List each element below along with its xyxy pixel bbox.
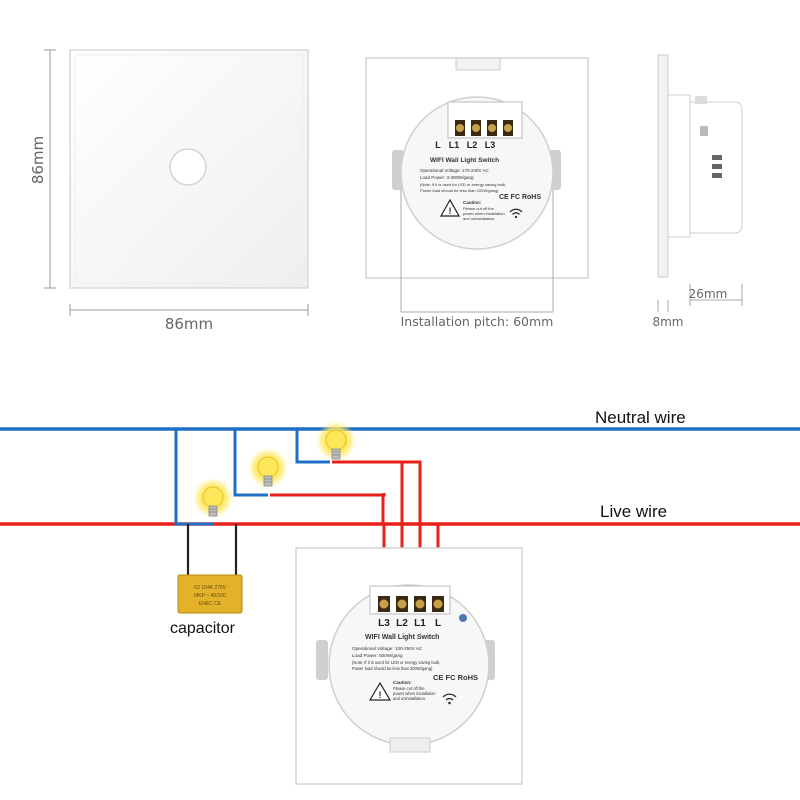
back-terminal-l2: L2	[467, 140, 478, 150]
back-terminal-l: L	[435, 140, 441, 150]
svg-text:Load Power: 3-300W/gang: Load Power: 3-300W/gang	[420, 175, 474, 180]
svg-text:ENEC CE: ENEC CE	[199, 601, 222, 607]
wiring-terminal-l: L	[435, 618, 441, 629]
svg-text:Please cut off the: Please cut off the	[393, 686, 425, 691]
depth-label: 26mm	[689, 287, 728, 301]
height-label: 86mm	[29, 136, 47, 184]
capacitor-label: capacitor	[170, 620, 236, 637]
back-module-title: WIFI Wall Light Switch	[430, 157, 499, 164]
svg-text:MKP ~ 40/100: MKP ~ 40/100	[194, 593, 226, 599]
bulb-icon-3	[316, 421, 356, 461]
back-view: L L1 L2 L3 WIFI Wall Light Switch Operat…	[365, 57, 589, 329]
front-panel-view: 86mm 86mm	[29, 49, 309, 333]
live-wire-label: Live wire	[600, 502, 667, 521]
neutral-branch-3	[295, 429, 330, 464]
svg-text:power when installation: power when installation	[463, 211, 505, 216]
capacitor	[177, 574, 243, 614]
neutral-wire-label: Neutral wire	[595, 408, 686, 427]
svg-text:!: !	[449, 206, 452, 216]
svg-text:and uninstallation.: and uninstallation.	[463, 216, 495, 221]
thickness-label: 8mm	[652, 315, 683, 329]
width-label: 86mm	[165, 315, 213, 333]
svg-text:Operational Voltage: 100-250V: Operational Voltage: 100-250V AC	[352, 646, 423, 651]
wiring-terminal-l1: L1	[414, 618, 426, 629]
wiring-diagram: Neutral wire Live wire X2 104K 275V MKP …	[0, 408, 800, 785]
svg-text:power when installation: power when installation	[393, 691, 436, 696]
back-cert-marks: CE FC RoHS	[499, 194, 541, 201]
svg-text:Please cut off the: Please cut off the	[463, 206, 495, 211]
wiring-caution-triangle-icon	[368, 681, 392, 701]
svg-text:(Note: If it is used for LED o: (Note: If it is used for LED or energy s…	[420, 182, 506, 187]
svg-text:Power load should be less than: Power load should be less than 100W/gang…	[420, 188, 499, 193]
svg-text:!: !	[379, 690, 382, 700]
svg-text:(Note: If it is used for LED o: (Note: If it is used for LED or energy s…	[352, 660, 440, 665]
svg-text:Load Power: 500W/gang: Load Power: 500W/gang	[352, 653, 403, 658]
svg-text:X2 104K 275V: X2 104K 275V	[194, 585, 227, 591]
wiring-terminal-l3: L3	[378, 618, 390, 629]
svg-text:Power load should be less than: Power load should be less than 300W/gang…	[352, 666, 433, 671]
back-terminal-l3: L3	[485, 140, 496, 150]
neutral-branch-2	[233, 429, 268, 497]
side-glass	[657, 54, 669, 278]
wifi-icon	[509, 208, 523, 219]
side-view: 26mm 8mm	[652, 54, 743, 329]
pitch-label: Installation pitch: 60mm	[401, 314, 554, 329]
svg-text:Caution:: Caution:	[463, 200, 482, 205]
neutral-branch-1	[174, 429, 214, 526]
wiring-terminal-l2: L2	[396, 618, 408, 629]
wiring-cert-marks: CE FC RoHS	[433, 673, 478, 682]
caution-triangle-icon	[439, 198, 461, 217]
svg-text:Caution:: Caution:	[393, 680, 412, 685]
bulb-icon-2	[248, 448, 288, 488]
svg-text:Operational Voltage: 170-240V: Operational Voltage: 170-240V AC	[420, 168, 490, 173]
wiring-wifi-icon	[442, 693, 457, 705]
wiring-module-title: WIFI Wall Light Switch	[365, 634, 439, 641]
touch-button-icon	[169, 148, 207, 186]
bulb-icon-1	[193, 478, 233, 518]
svg-text:and uninstallation.: and uninstallation.	[393, 696, 426, 701]
back-terminal-l1: L1	[449, 140, 460, 150]
